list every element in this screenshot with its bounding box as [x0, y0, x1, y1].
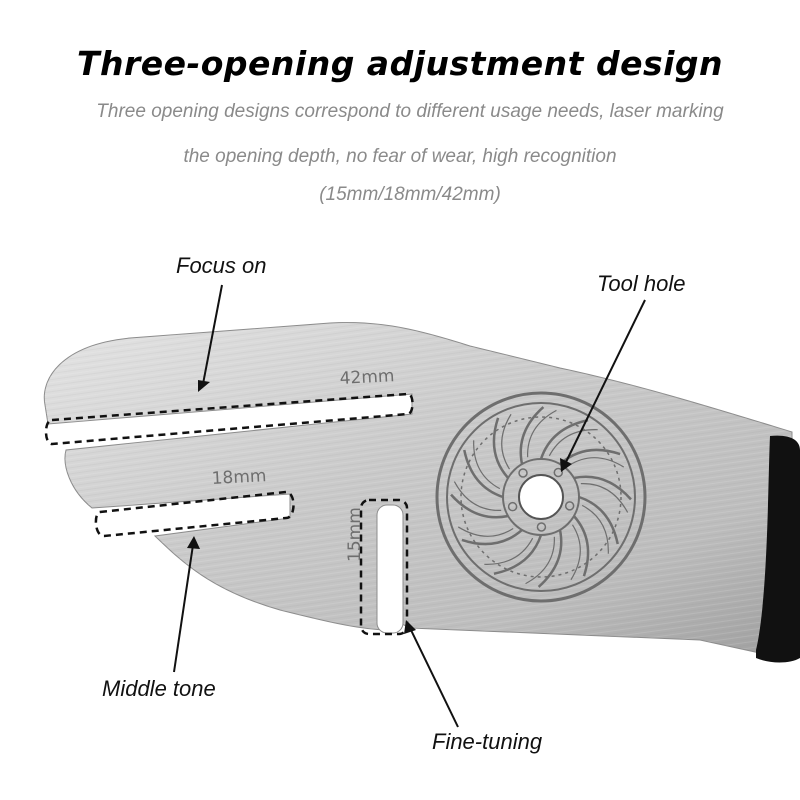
rotor-spoke [463, 449, 504, 499]
rotor-spoke-edge [568, 457, 625, 468]
slot-18mm-outline [94, 490, 295, 538]
rotor-bolt-hole [507, 501, 518, 512]
rotor-spoke-edge [501, 413, 512, 470]
rotor-bolt-hole [518, 468, 528, 478]
slot-42mm-outline [44, 392, 414, 446]
rotor-spoke [537, 529, 563, 588]
tool-steel-plate [43, 322, 793, 661]
subtitle-line-3: (15mm/18mm/42mm) [319, 184, 501, 205]
rotor-spoke-edge [581, 504, 609, 554]
engraving-15mm: 15mm [345, 507, 365, 562]
rotor-spoke-edge [484, 537, 534, 565]
rotor-spoke-edge [473, 440, 501, 490]
slot-15mm [376, 504, 404, 634]
slot-15mm-outline [359, 498, 409, 636]
callout-fine-tuning: Fine-tuning [432, 729, 543, 754]
rotor-spoke [493, 534, 543, 575]
callout-middle-tone: Middle tone [102, 676, 216, 701]
tool-hole-pointer [565, 299, 646, 463]
subtitle-line-2: the opening depth, no fear of wear, high… [183, 146, 617, 167]
rotor-spoke-edge [580, 483, 629, 513]
tool-handle [756, 435, 800, 663]
rotor-spoke [461, 528, 523, 546]
rotor-bolt-hole [564, 501, 575, 511]
rotor-spoke [573, 475, 632, 501]
rotor-bolt-hole [553, 467, 564, 478]
middle-tone-pointer [173, 544, 194, 673]
fine-tuning-pointer [409, 627, 459, 728]
rotor-spoke [519, 406, 545, 465]
brake-rotor-icon [435, 391, 647, 603]
engraving-42mm: 42mm [339, 366, 395, 389]
rotor-spoke [492, 417, 510, 479]
rotor-spoke [450, 493, 509, 519]
page-title: Three-opening adjustment design [76, 44, 724, 83]
focus-on-pointer [202, 284, 223, 385]
rotor-spoke [572, 515, 590, 577]
rotor-spoke [539, 419, 589, 460]
callout-focus-on: Focus on [176, 253, 267, 278]
rotor-spoke-edge [457, 526, 514, 537]
rotor-spoke-edge [527, 409, 557, 458]
rotor-spoke-edge [570, 524, 581, 581]
rotor-spoke [578, 495, 619, 545]
callout-tool-hole: Tool hole [597, 271, 686, 296]
subtitle-line-1: Three opening designs correspond to diff… [96, 101, 724, 122]
rotor-spoke-edge [453, 481, 502, 511]
rotor-spoke-edge [525, 536, 555, 585]
rotor-bolt-hole [536, 522, 547, 532]
engraving-18mm: 18mm [211, 466, 267, 489]
rotor-spoke-edge [548, 429, 598, 457]
